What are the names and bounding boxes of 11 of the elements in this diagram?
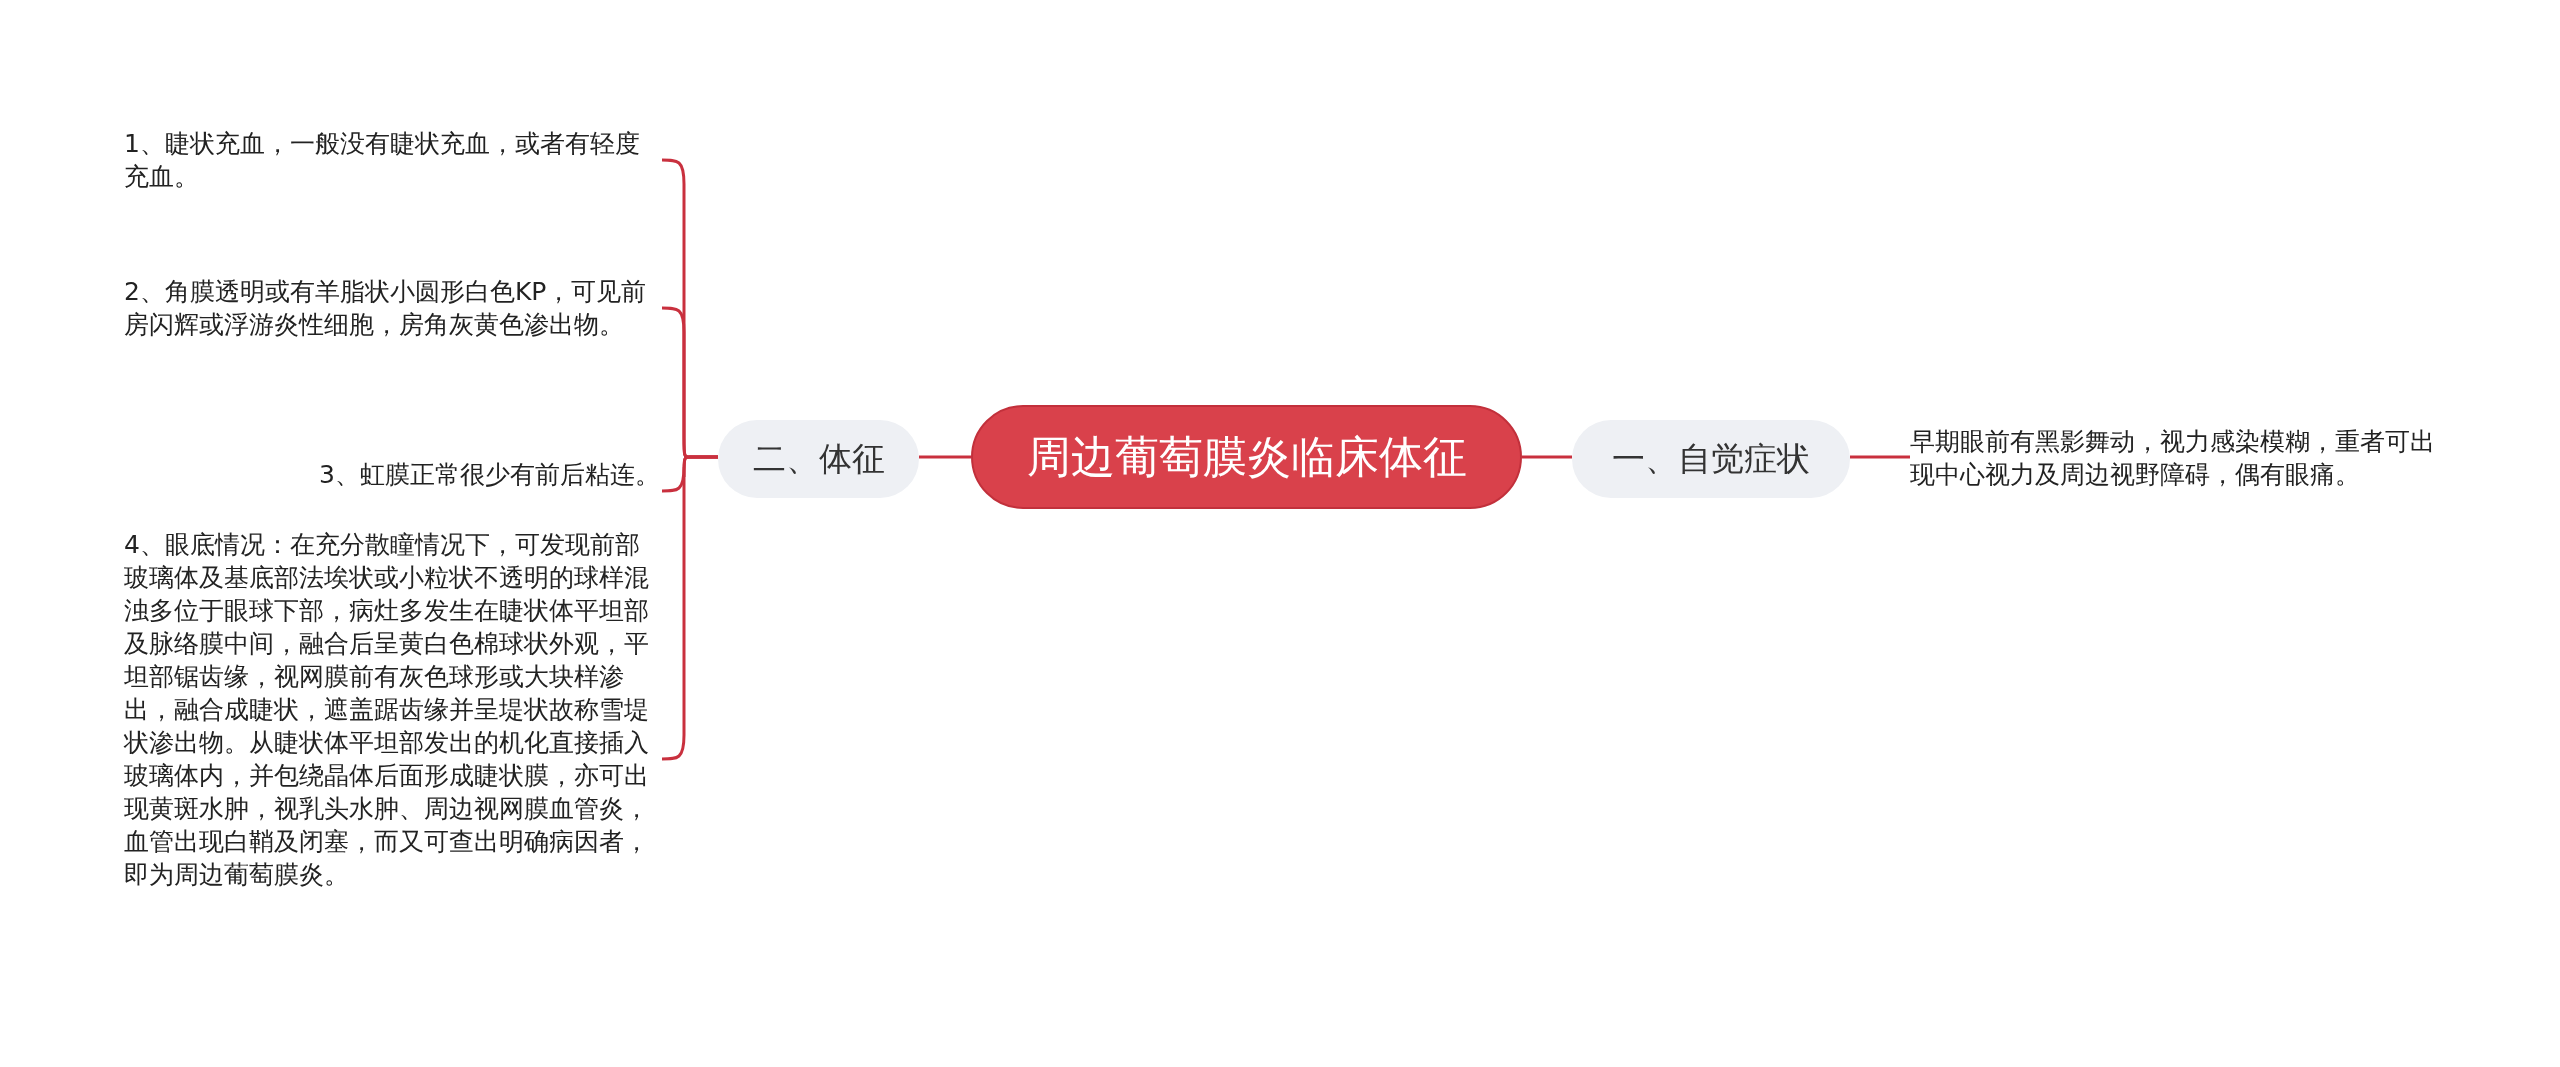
- branch-topic: 一、自觉症状: [1572, 420, 1850, 498]
- connector-line: [1522, 455, 1572, 459]
- connector-line: [919, 455, 971, 459]
- topic-text: 1、睫状充血，一般没有睫状充血，或者有轻度充血。: [124, 127, 660, 193]
- central-topic: 周边葡萄膜炎临床体征: [971, 405, 1522, 509]
- topic-text: 3、虹膜正常很少有前后粘连。: [124, 458, 660, 494]
- topic-text: 早期眼前有黑影舞动，视力感染模糊，重者可出现中心视力及周边视野障碍，偶有眼痛。: [1910, 425, 2450, 495]
- branch-topic: 二、体征: [718, 420, 919, 498]
- connector-line: [1850, 455, 1910, 459]
- topic-text: 4、眼底情况：在充分散瞳情况下，可发现前部玻璃体及基底部法埃状或小粒状不透明的球样混浊多位于眼球下部，病灶多发生在睫状体平坦部及脉络膜中间，融合后呈黄白色棉球状外观，平坦部锯齿缘，视网膜前有灰色球形或大块样渗出，融合成睫状，遮盖踞齿缘并呈堤状故称雪堤状渗出物。从睫状体平坦部发出的机化直接插入玻璃体内，并包绕晶体后面形成睫状膜，亦可出现黄斑水肿，视乳头水肿、周边视网膜血管炎，血管出现白鞘及闭塞，而又可查出明确病因者，即为周边葡萄膜炎。: [124, 528, 660, 948]
- topic-text: 2、角膜透明或有羊脂状小圆形白色KP，可见前房闪辉或浮游炎性细胞，房角灰黄色渗出物。: [124, 275, 660, 375]
